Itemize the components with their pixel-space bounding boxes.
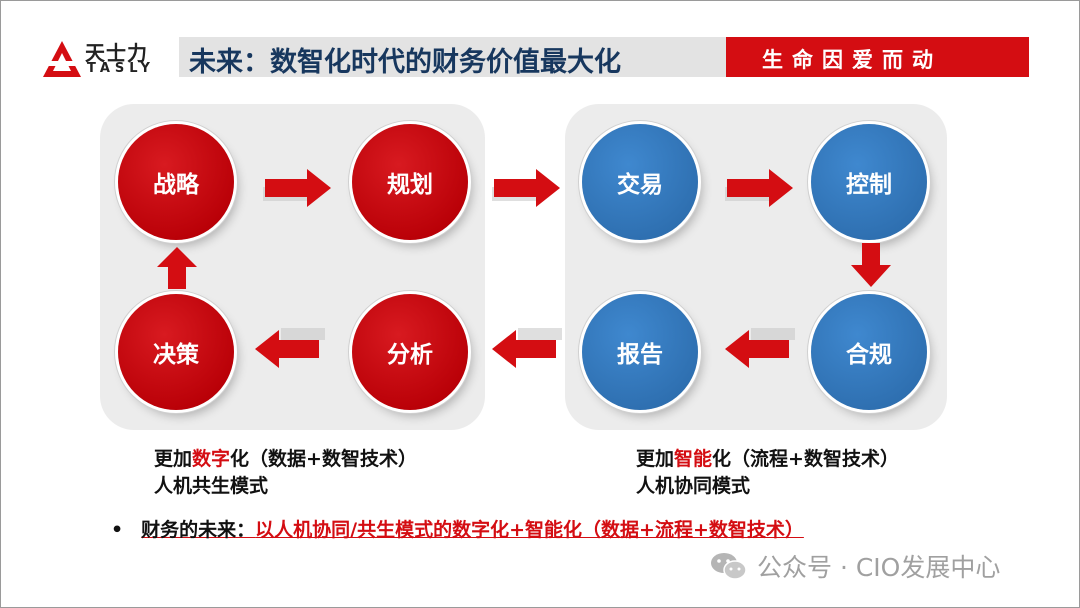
arrow-right-icon	[492, 169, 560, 207]
bottom-label: 财务的未来：	[141, 519, 256, 541]
tasly-logo: 天士力 TASLY	[41, 39, 166, 79]
left-caption-highlight: 数字	[192, 448, 231, 470]
left-caption-post: 化（数据+数智技术）	[230, 448, 417, 470]
arrow-left-icon	[492, 328, 562, 368]
arrow-down-icon	[851, 243, 891, 287]
bottom-value: 以人机协同/共生模式的数字化+智能化（数据+流程+数智技术）	[255, 519, 804, 541]
bottom-statement: • 财务的未来：以人机协同/共生模式的数字化+智能化（数据+流程+数智技术）	[111, 515, 804, 542]
right-caption-post: 化（流程+数智技术）	[712, 448, 899, 470]
left-caption: 更加数字化（数据+数智技术） 人机共生模式	[154, 446, 417, 500]
arrow-right-icon	[263, 169, 331, 207]
node-report: 报告	[582, 294, 698, 410]
watermark: 公众号 · CIO发展中心	[709, 549, 1000, 583]
watermark-text: 公众号 · CIO发展中心	[757, 553, 1001, 582]
left-caption-line1: 更加数字化（数据+数智技术）	[154, 446, 417, 473]
arrow-left-icon	[725, 328, 795, 368]
logo-chinese: 天士力	[85, 41, 148, 65]
right-caption-highlight: 智能	[674, 448, 713, 470]
slide-title: 未来：数智化时代的财务价值最大化	[189, 47, 621, 78]
logo-english: TASLY	[87, 61, 155, 76]
node-decision: 决策	[118, 294, 234, 410]
node-control: 控制	[811, 124, 927, 240]
node-strategy: 战略	[118, 124, 234, 240]
node-compliance: 合规	[811, 294, 927, 410]
right-caption-line2: 人机协同模式	[636, 475, 751, 497]
node-transaction: 交易	[582, 124, 698, 240]
title-bar: 未来：数智化时代的财务价值最大化	[179, 37, 726, 78]
right-caption: 更加智能化（流程+数智技术） 人机协同模式	[636, 446, 899, 500]
slogan: 生命因爱而动	[762, 48, 942, 72]
arrow-left-icon	[255, 328, 325, 368]
tasly-logo-icon	[43, 41, 81, 77]
right-caption-line1: 更加智能化（流程+数智技术）	[636, 446, 899, 473]
left-caption-pre: 更加	[154, 448, 193, 470]
left-caption-line2: 人机共生模式	[154, 475, 269, 497]
wechat-icon	[709, 551, 749, 581]
arrow-up-icon	[157, 247, 197, 289]
bullet-icon: •	[111, 519, 124, 541]
arrow-right-icon	[725, 169, 793, 207]
slogan-bar: 生命因爱而动	[726, 37, 1029, 77]
right-caption-pre: 更加	[636, 448, 675, 470]
node-planning: 规划	[352, 124, 468, 240]
node-analysis: 分析	[352, 294, 468, 410]
